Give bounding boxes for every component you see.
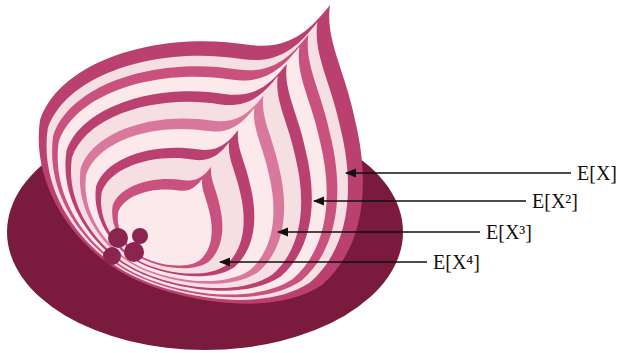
moment-label: E[X³] xyxy=(485,220,533,244)
moment-label: E[X⁴] xyxy=(432,250,481,274)
moment-label: E[X] xyxy=(576,161,618,185)
leader-lines xyxy=(220,173,571,262)
leader-line xyxy=(314,200,526,201)
onion-layers xyxy=(39,5,363,304)
moment-label: E[X²] xyxy=(531,189,579,213)
leader-line xyxy=(220,261,427,262)
onion-root xyxy=(103,228,148,265)
leader-line xyxy=(278,231,480,232)
leader-line xyxy=(346,172,571,173)
